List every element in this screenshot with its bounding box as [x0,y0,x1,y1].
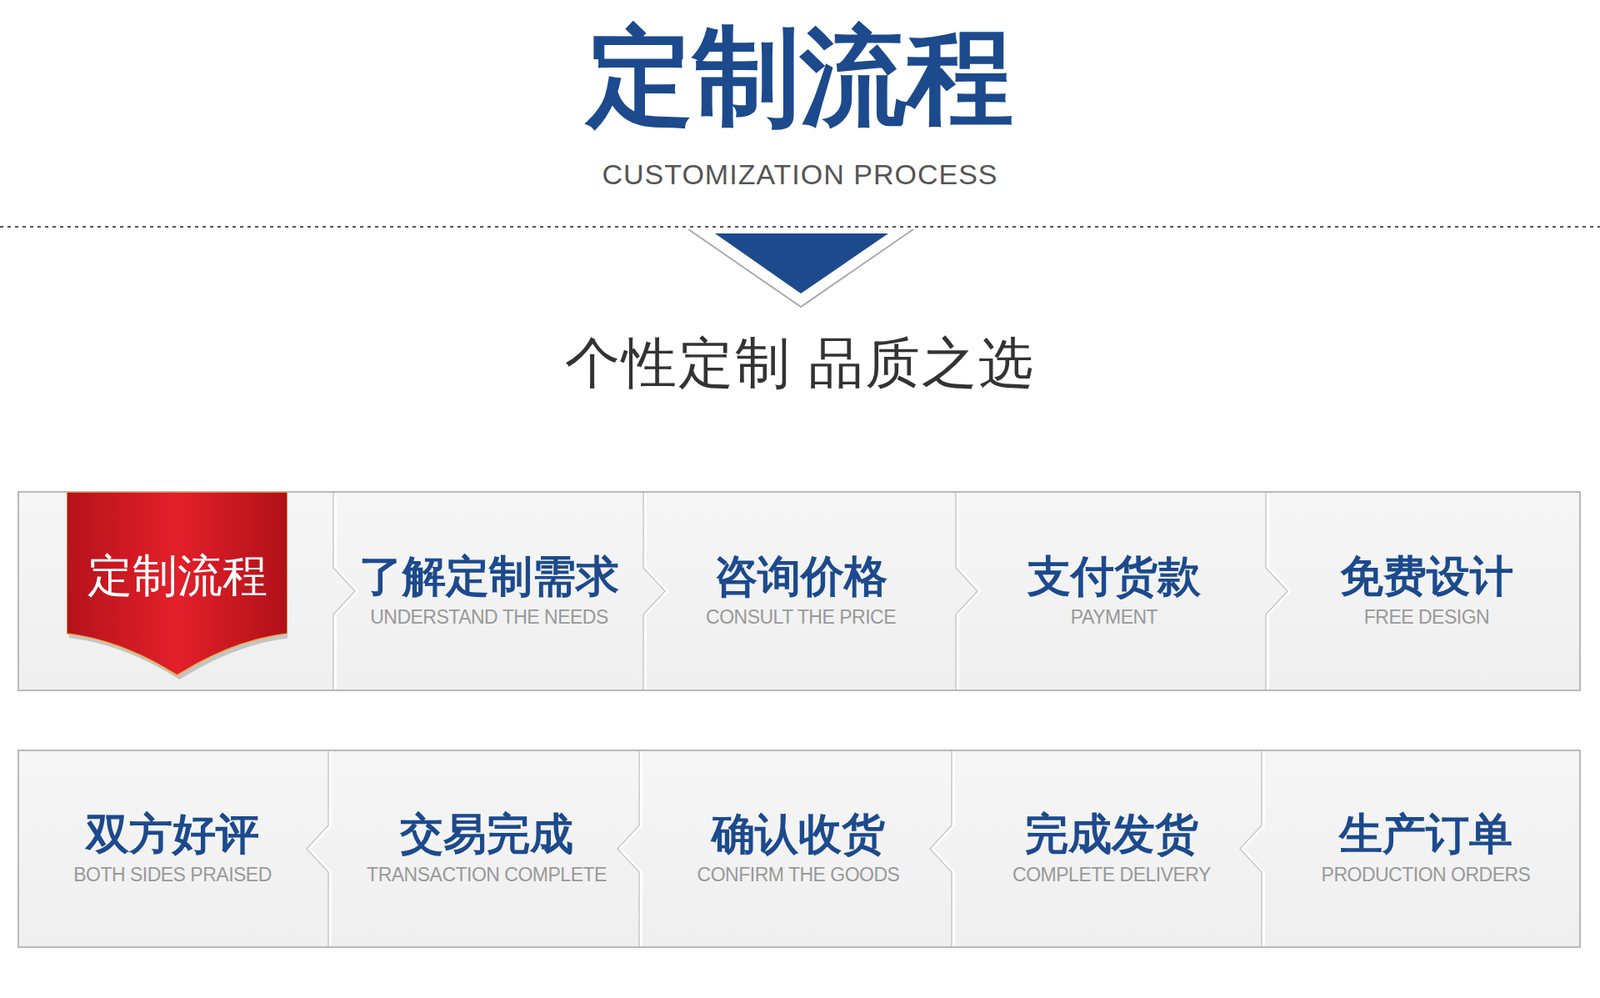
step-subtitle: BOTH SIDES PRAISED [73,862,272,888]
ribbon-title: 定制流程 [87,491,268,603]
step-title: 了解定制需求 [359,551,620,602]
step-subtitle: COMPLETE DELIVERY [1012,862,1211,888]
chevron-divider [619,750,641,946]
step-title: 咨询价格 [714,551,888,602]
ribbon-banner: 定制流程 [66,491,288,679]
step-title: 生产订单 [1339,809,1513,860]
step-cell: 免费设计 FREE DESIGN [1280,500,1573,682]
step-title: 完成发货 [1025,809,1199,860]
chevron-divider [643,492,665,690]
chevron-divider [617,750,640,946]
step-subtitle: CONFIRM THE GOODS [697,862,900,888]
step-cell: 支付货款 PAYMENT [968,500,1260,682]
step-subtitle: FREE DESIGN [1364,605,1490,630]
chevron-divider [1265,492,1288,690]
step-title: 免费设计 [1340,551,1514,602]
chevron-divider [1240,750,1262,946]
chevron-divider [957,492,980,690]
step-cell: 双方好评BOTH SIDES PRAISED [26,758,319,939]
ribbon-body [66,491,288,675]
chevron-divider [955,492,978,690]
step-title: 确认收货 [711,809,885,860]
step-cell: 咨询价格 CONSULT THE PRICE [655,500,947,682]
chevron-divider [333,492,355,690]
chevron-divider [335,492,357,690]
step-subtitle: PAYMENT [1070,605,1158,630]
chevron-divider [1267,492,1290,690]
pointer-triangle [715,233,889,294]
step-subtitle: TRANSACTION COMPLETE [366,862,607,888]
row-panel [18,491,1580,690]
chevron-divider [306,750,329,946]
chevron-dividers [306,492,1290,946]
page-title: 定制流程 [0,18,1600,136]
step-title: 双方好评 [85,809,260,860]
step-cell: 生产订单PRODUCTION ORDERS [1280,758,1572,939]
step-cell: 交易完成TRANSACTION COMPLETE [340,758,633,939]
step-subtitle: PRODUCTION ORDERS [1321,862,1531,888]
step-subtitle: UNDERSTAND THE NEEDS [370,605,609,630]
step-title: 支付货款 [1027,551,1201,602]
step-title: 交易完成 [400,809,574,860]
pointer-outline [688,229,914,307]
step-subtitle: CONSULT THE PRICE [705,605,896,630]
chevron-divider [1241,750,1264,946]
step-cell: 了解定制需求 UNDERSTAND THE NEEDS [343,500,635,682]
row-panel [18,750,1580,947]
slogan: 个性定制 品质之选 [0,327,1600,398]
chevron-divider [645,492,667,690]
subtitle-english: CUSTOMIZATION PROCESS [0,155,1600,194]
step-cell: 完成发货COMPLETE DELIVERY [965,758,1258,939]
chevron-divider [931,750,954,946]
chevron-divider [930,750,952,946]
dotted-rule [0,225,1600,228]
chevron-divider [308,750,330,946]
step-cell: 确认收货CONFIRM THE GOODS [652,758,945,939]
